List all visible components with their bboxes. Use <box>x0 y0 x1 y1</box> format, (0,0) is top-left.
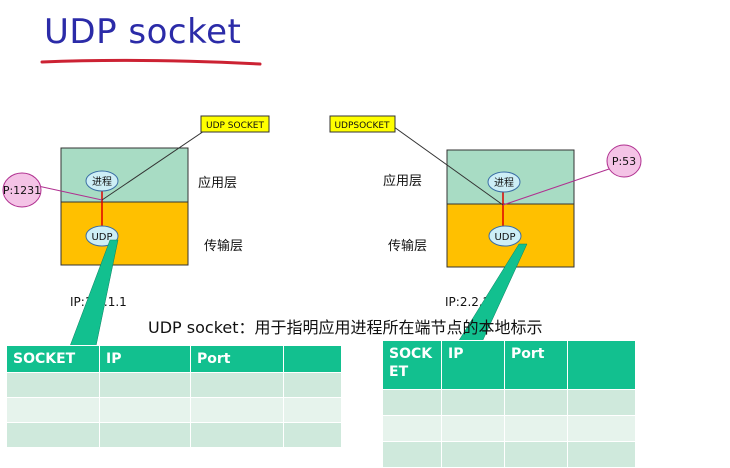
table-header-row: SOCKET IP Port <box>6 345 342 373</box>
table-cell <box>6 397 100 423</box>
table-header: IP <box>99 345 191 373</box>
left-app-layer <box>60 147 189 203</box>
right-socket-label-box <box>329 115 396 133</box>
table-cell <box>382 441 442 468</box>
table-cell <box>283 397 342 423</box>
table-row <box>382 441 636 468</box>
left-port-label: P:1231 <box>3 184 41 197</box>
table-cell <box>441 415 505 442</box>
right-socket-pointer <box>393 126 504 206</box>
table-cell <box>567 415 636 442</box>
table-cell <box>567 441 636 468</box>
left-udp-label: UDP <box>91 232 112 243</box>
left-process-label: 进程 <box>92 176 112 188</box>
table-cell <box>441 389 505 416</box>
left-process-bubble <box>85 170 119 192</box>
table-header: Port <box>190 345 284 373</box>
left-socket-table: SOCKET IP Port <box>6 345 342 448</box>
table-cell <box>190 372 284 398</box>
table-header: SOCKET <box>6 345 100 373</box>
table-header: SOCK ET <box>382 340 442 390</box>
left-port-bubble <box>2 172 42 208</box>
right-udp-bubble <box>488 225 522 247</box>
right-port-label: P:53 <box>612 155 636 168</box>
table-row <box>382 389 636 416</box>
table-cell <box>99 372 191 398</box>
left-app-layer-label: 应用层 <box>198 175 237 191</box>
right-port-pointer <box>502 167 613 206</box>
table-cell <box>567 389 636 416</box>
right-app-layer-label: 应用层 <box>383 173 422 189</box>
table-row <box>382 415 636 442</box>
right-udp-label: UDP <box>494 232 515 243</box>
table-cell <box>6 372 100 398</box>
left-port-pointer <box>37 185 103 201</box>
table-cell <box>504 441 568 468</box>
caption: UDP socket：用于指明应用进程所在端节点的本地标示 <box>148 318 543 337</box>
table-cell <box>441 441 505 468</box>
table-header: IP <box>441 340 505 390</box>
table-cell <box>382 415 442 442</box>
left-socket-pointer <box>101 126 211 201</box>
left-socket-label-box <box>200 115 270 133</box>
table-cell <box>99 397 191 423</box>
table-cell <box>504 415 568 442</box>
right-socket-table: SOCK ET IP Port <box>382 340 636 468</box>
left-transport-layer <box>60 201 189 266</box>
title-underline <box>40 58 262 66</box>
table-row <box>6 372 342 398</box>
right-transport-layer-label: 传输层 <box>388 238 427 254</box>
left-socket-label: UDP SOCKET <box>206 121 264 131</box>
right-socket-label: UDPSOCKET <box>334 121 390 131</box>
udp-socket-diagram: 进程 UDP P:1231 UDP SOCKET 应用层 传输层 IP:1.1.… <box>2 58 642 347</box>
table-row <box>6 397 342 423</box>
table-cell <box>382 389 442 416</box>
right-port-bubble <box>606 144 642 178</box>
table-cell <box>504 389 568 416</box>
left-transport-layer-label: 传输层 <box>204 238 243 254</box>
table-header <box>567 340 636 390</box>
table-header-row: SOCK ET IP Port <box>382 340 636 390</box>
table-cell <box>99 422 191 448</box>
page-title: UDP socket <box>44 12 242 52</box>
table-header <box>283 345 342 373</box>
table-header: Port <box>504 340 568 390</box>
table-cell <box>283 372 342 398</box>
table-cell <box>190 397 284 423</box>
right-process-bubble <box>487 171 521 193</box>
right-process-label: 进程 <box>494 177 514 189</box>
